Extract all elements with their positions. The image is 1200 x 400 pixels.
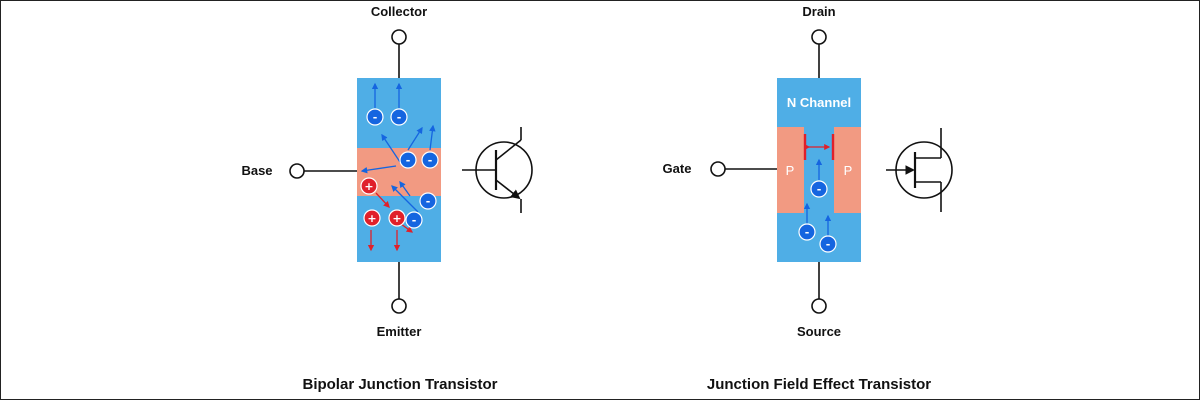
drain-terminal[interactable]: [811, 29, 827, 45]
drain-label: Drain: [802, 4, 835, 19]
svg-text:+: +: [367, 212, 376, 225]
svg-text:-: -: [826, 238, 831, 251]
emitter-terminal[interactable]: [391, 298, 407, 314]
jfet-electron: -: [810, 180, 828, 198]
bjt-hole: +: [360, 177, 378, 195]
collector-terminal[interactable]: [391, 29, 407, 45]
svg-text:-: -: [428, 154, 433, 167]
bjt-electron-flow-arrows: [360, 82, 436, 213]
bjt-diagram: Collector Base Emitter: [241, 4, 533, 393]
bjt-electron: -: [366, 108, 384, 126]
bjt-electron: -: [421, 151, 439, 169]
jfet-diagram: Drain N Channel P P Gate Source: [663, 4, 953, 393]
p-region-left-label: P: [786, 163, 795, 178]
npn-transistor-symbol-icon: [462, 127, 533, 213]
gate-terminal[interactable]: [710, 161, 726, 177]
gate-label: Gate: [663, 161, 692, 176]
n-channel-label: N Channel: [787, 95, 851, 110]
svg-text:+: +: [364, 180, 373, 193]
base-terminal[interactable]: [289, 163, 305, 179]
svg-text:-: -: [373, 111, 378, 124]
svg-text:-: -: [397, 111, 402, 124]
jfet-electron: -: [819, 235, 837, 253]
bjt-hole: +: [388, 209, 406, 227]
svg-text:+: +: [392, 212, 401, 225]
emitter-label: Emitter: [377, 324, 422, 339]
bjt-caption: Bipolar Junction Transistor: [302, 376, 497, 393]
bjt-hole-flow-arrows: [367, 192, 414, 252]
depletion-width-marker: [803, 134, 835, 160]
svg-text:-: -: [406, 154, 411, 167]
bjt-electron: -: [390, 108, 408, 126]
n-channel-jfet-symbol-icon: [886, 128, 953, 212]
jfet-electron-flow-arrows: [803, 158, 832, 236]
source-terminal[interactable]: [811, 298, 827, 314]
jfet-caption: Junction Field Effect Transistor: [707, 376, 931, 393]
jfet-p-gate-region-right: [834, 127, 861, 213]
bjt-electron: -: [405, 211, 423, 229]
svg-text:-: -: [805, 226, 810, 239]
jfet-electron: -: [798, 223, 816, 241]
p-region-right-label: P: [844, 163, 853, 178]
source-label: Source: [797, 324, 841, 339]
svg-text:-: -: [412, 214, 417, 227]
bjt-electron: -: [419, 192, 437, 210]
svg-text:-: -: [426, 195, 431, 208]
collector-label: Collector: [371, 4, 427, 19]
bjt-electron: -: [399, 151, 417, 169]
svg-text:-: -: [817, 183, 822, 196]
base-label: Base: [241, 163, 272, 178]
bjt-hole: +: [363, 209, 381, 227]
jfet-p-gate-region-left: [777, 127, 804, 213]
